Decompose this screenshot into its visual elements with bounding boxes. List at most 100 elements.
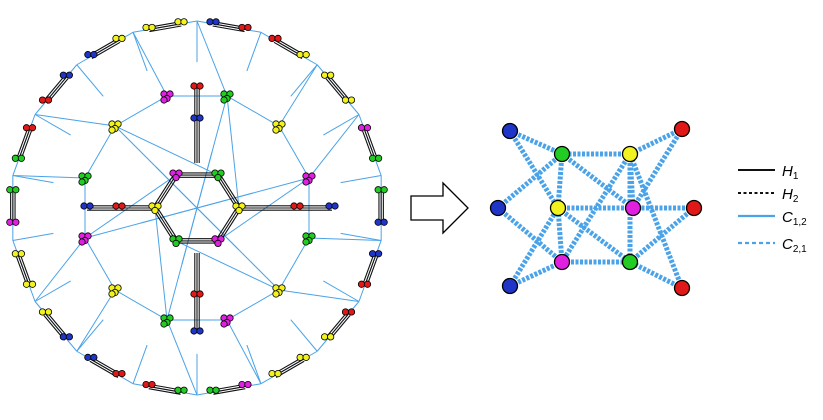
network-atom-red (28, 124, 37, 132)
network-blue-bond (166, 151, 213, 321)
legend-h2-subscript: 2 (793, 194, 799, 205)
legend-h2-symbol: H (782, 186, 793, 203)
legend-h1-subscript: 1 (793, 171, 799, 182)
network-atom-blue (59, 333, 67, 341)
network-atom-red (268, 34, 276, 42)
network-black-bond (328, 75, 351, 102)
network-black-bond (43, 75, 66, 102)
quotient-node-blue (489, 199, 507, 217)
network-atom-yellow (28, 280, 37, 288)
quotient-edge (508, 259, 564, 289)
network-atom-red (148, 380, 156, 389)
network-atom-yellow (44, 308, 53, 316)
network-atom-green (174, 386, 182, 394)
network-blue-bond (308, 114, 360, 179)
network-atom-yellow (142, 23, 150, 32)
svg-text:C1,2: C1,2 (782, 209, 807, 228)
network-atom-yellow (347, 96, 356, 104)
network-blue-bond (132, 32, 168, 97)
network-blue-bond (290, 319, 318, 352)
network-atom-blue (206, 18, 214, 26)
network-blue-bond (76, 64, 104, 97)
quotient-edge (628, 259, 684, 291)
network-blue-bond (166, 319, 198, 396)
quotient-edge (555, 207, 565, 263)
network-atom-yellow (274, 370, 282, 378)
network-black-bond (149, 25, 182, 33)
network-atom-yellow (38, 308, 47, 316)
edge-legend: H1 H2 C1,2 C2,1 (738, 163, 807, 255)
network-atom-yellow (321, 71, 329, 79)
network-atom-green (220, 96, 228, 104)
network-atom-blue (190, 327, 198, 335)
network-atom-green (6, 186, 14, 194)
network-atom-blue (84, 353, 92, 361)
network-atom-green (180, 386, 188, 394)
network-atom-yellow (22, 280, 31, 288)
legend-item-h1: H1 (738, 163, 799, 182)
network-atom-red (142, 380, 150, 389)
network-atom-magenta (363, 124, 372, 132)
network-black-bond (152, 173, 175, 208)
network-atom-red (44, 96, 53, 104)
network-blue-bond (217, 177, 310, 242)
network-black-bond (366, 128, 379, 160)
network-atom-blue (374, 218, 382, 226)
quotient-node-red (673, 279, 691, 297)
network-atom-yellow (108, 290, 116, 298)
network-atom-green (212, 386, 220, 394)
network-atom-yellow (272, 126, 280, 134)
network-blue-bond (132, 32, 148, 72)
network-atom-yellow (174, 18, 182, 26)
network-atom-red (38, 96, 47, 104)
quotient-edge (496, 152, 564, 210)
network-blue-bond (84, 237, 116, 291)
legend-c21-symbol: C (782, 236, 793, 253)
network-atom-blue (190, 114, 198, 122)
network-atom-green (375, 154, 383, 162)
network-black-bond (212, 25, 245, 33)
network-atom-red (118, 370, 126, 378)
quotient-edge (496, 206, 564, 264)
network-atom-blue (380, 218, 388, 226)
network-atom-red (347, 308, 356, 316)
network-atom-blue (375, 250, 383, 258)
network-atom-green (172, 239, 180, 248)
network-atom-yellow (112, 34, 120, 42)
network-atom-blue (80, 202, 88, 210)
network-atom-yellow (341, 96, 350, 104)
network-atom-red (190, 82, 198, 90)
quotient-edge (556, 206, 632, 264)
quotient-node-blue (501, 122, 519, 140)
network-blue-bond (278, 237, 310, 291)
network-atom-red (112, 370, 120, 378)
network-atom-magenta (220, 320, 228, 328)
network-atom-yellow (118, 34, 126, 42)
network-blue-bond (196, 20, 228, 97)
network-blue-bond (175, 240, 280, 291)
legend-c21-subscript: 2,1 (793, 244, 807, 255)
network-atom-blue (86, 202, 94, 210)
network-atom-yellow (296, 353, 304, 361)
network-atom-yellow (11, 250, 19, 258)
quotient-node-magenta (553, 253, 571, 271)
quotient-edge (627, 153, 685, 289)
quotient-edge (507, 129, 561, 210)
network-atom-yellow (327, 71, 335, 79)
network-atom-blue (212, 18, 220, 26)
quotient-edge (507, 206, 561, 288)
network-atom-red (363, 280, 372, 288)
network-atom-magenta (357, 124, 366, 132)
svg-text:C2,1: C2,1 (782, 236, 807, 255)
network-atom-green (78, 178, 86, 186)
network-atom-magenta (78, 238, 86, 246)
network-atom-red (290, 202, 298, 210)
network-atom-magenta (244, 380, 252, 389)
network-atom-red (196, 82, 204, 90)
network-atom-blue (325, 202, 333, 210)
network-atom-green (12, 186, 20, 194)
network-atom-green (160, 320, 168, 328)
legend-c12-subscript: 1,2 (793, 217, 807, 228)
network-atom-red (244, 23, 252, 32)
